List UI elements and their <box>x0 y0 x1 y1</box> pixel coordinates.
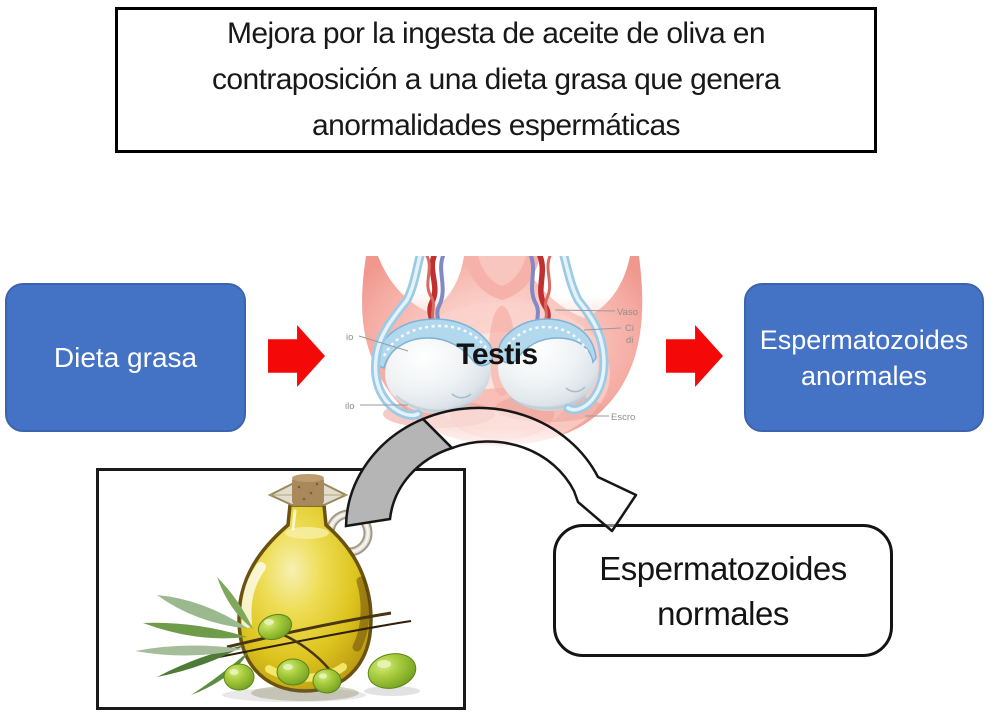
title-box: Mejora por la ingesta de aceite de oliva… <box>115 7 877 153</box>
anormales-label-line: anormales <box>800 360 928 391</box>
anormales-label-line: Espermatozoides <box>759 324 969 355</box>
bottle-cork <box>267 474 349 506</box>
anatomy-label: di <box>626 335 633 346</box>
espermatozoides-normales-box: Espermatozoides normales <box>553 524 893 657</box>
olive-oil-bottle-image <box>135 474 420 702</box>
bottle-body <box>237 503 373 701</box>
right-arrow-icon <box>666 325 723 387</box>
right-arrow-icon <box>268 325 325 387</box>
epididymis-caps <box>373 318 597 370</box>
anatomy-label: Vaso <box>617 307 638 318</box>
anatomy-label: io <box>346 332 353 343</box>
espermatozoides-anormales-box: Espermatozoides anormales <box>744 283 984 432</box>
olives <box>222 613 420 702</box>
bottom-fade <box>344 428 660 458</box>
anatomy-label: ilo <box>345 401 355 412</box>
anatomy-label: Ci <box>625 323 634 334</box>
vas-deferens-tubes <box>371 256 609 420</box>
dieta-grasa-label: Dieta grasa <box>53 341 198 373</box>
title-line: anormalidades espermáticas <box>312 109 681 142</box>
olive-branch <box>135 577 412 695</box>
normales-label-line: normales <box>657 594 789 632</box>
dieta-grasa-box: Dieta grasa <box>5 283 246 432</box>
title-line: contraposición a una dieta grasa que gen… <box>212 63 781 96</box>
olive-oil-image-frame <box>96 468 466 710</box>
anatomy-label: Escro <box>611 412 635 423</box>
title-line: Mejora por la ingesta de aceite de oliva… <box>227 17 765 50</box>
testis-label: Testis <box>456 338 538 371</box>
normales-label-line: Espermatozoides <box>599 549 847 587</box>
